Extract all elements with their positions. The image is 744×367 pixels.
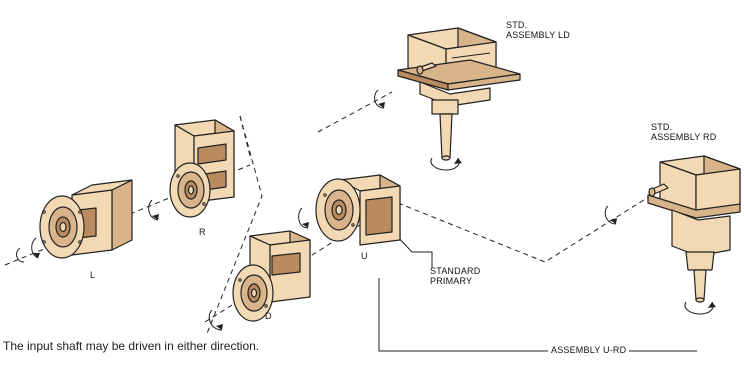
r-rotation-arrow [148, 199, 159, 221]
label-assembly-urd: ASSEMBLY U-RD [548, 345, 630, 355]
urd-bracket-line [378, 278, 697, 352]
label-d: D [265, 311, 272, 321]
std-rd-line2: ASSEMBLY RD [651, 132, 717, 142]
label-r: R [199, 227, 206, 237]
d-rotation-arrow [208, 309, 223, 331]
assembly-l [16, 179, 133, 263]
assembly-ld [374, 27, 521, 171]
std-ld-line1: STD. [506, 20, 528, 30]
standard-primary-leader [394, 233, 433, 268]
ld-rotation-arrow [374, 89, 385, 109]
rd-output-arrow [684, 301, 714, 315]
l-rotation-arrow [31, 237, 39, 259]
standard-line1: STANDARD [430, 266, 481, 276]
assembly-rd [604, 155, 741, 315]
ld-dashed-left [317, 91, 393, 133]
label-standard-primary: STANDARD PRIMARY [430, 266, 480, 286]
std-ld-line2: ASSEMBLY LD [506, 30, 570, 40]
footnote: The input shaft may be driven in either … [3, 339, 260, 353]
std-rd-line1: STD. [651, 122, 673, 132]
triangle-line [205, 115, 263, 337]
label-l: L [90, 270, 96, 280]
label-std-assembly-rd: STD. ASSEMBLY RD [651, 122, 716, 142]
triangle-top [239, 115, 252, 161]
rd-rotation-arrow [604, 205, 617, 225]
leader-lines [378, 233, 697, 352]
assembly-u [298, 174, 401, 246]
label-std-assembly-ld: STD. ASSEMBLY LD [506, 20, 570, 40]
label-u: U [361, 251, 368, 261]
assembly-r [148, 119, 235, 221]
u-rotation-arrow [298, 207, 309, 229]
rd-dashed-path [397, 192, 656, 263]
standard-line2: PRIMARY [430, 276, 473, 286]
assembly-d [208, 230, 311, 331]
